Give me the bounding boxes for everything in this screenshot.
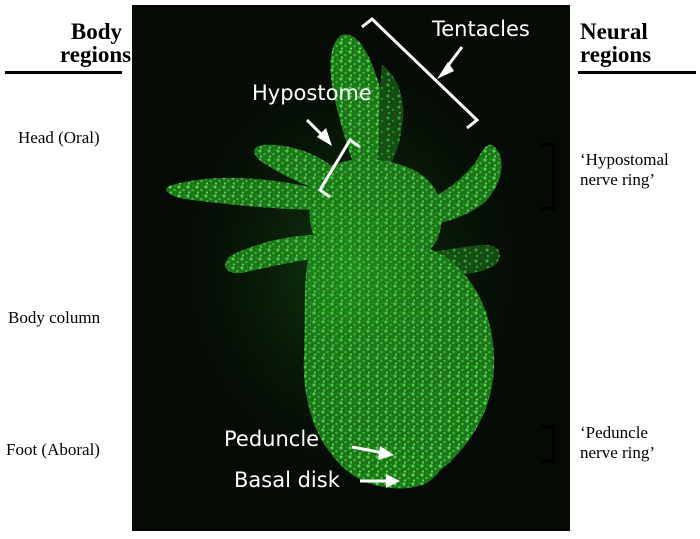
peduncle-arrow (351, 445, 385, 455)
hydra-micrograph: Tentacles Hypostome Peduncle Basal disk (132, 5, 570, 531)
basal-disk-label: Basal disk (234, 468, 340, 492)
peduncle-label: Peduncle (224, 427, 320, 451)
neural-regions-heading-line1: Neural (580, 19, 648, 44)
peduncle-line2: nerve ring’ (580, 443, 656, 462)
body-regions-heading-line1: Body (70, 19, 122, 44)
hypostome-bracket (317, 137, 361, 199)
hydra-fluorescence-image (132, 5, 570, 531)
hypostomal-ring-bracket (541, 143, 555, 210)
hypostomal-line1: ‘Hypostomal (580, 150, 669, 169)
peduncle-nerve-ring-label: ‘Peduncle nerve ring’ (580, 423, 655, 463)
head-region-label: Head (Oral) (18, 128, 100, 147)
body-regions-heading-line2: regions (60, 42, 132, 67)
tentacles-bracket (361, 17, 480, 130)
tentacles-label: Tentacles (432, 17, 530, 41)
body-column-label: Body column (8, 308, 101, 327)
body-regions-rule (5, 71, 122, 74)
body-regions-heading: Body regions (60, 19, 132, 67)
hypostomal-line2: nerve ring’ (580, 170, 656, 189)
neural-regions-heading-line2: regions (580, 42, 652, 67)
neural-regions-rule (578, 71, 696, 74)
hypostome-label: Hypostome (252, 81, 372, 105)
neural-regions-heading: Neural regions (580, 20, 651, 66)
peduncle-line1: ‘Peduncle (580, 423, 648, 442)
hypostomal-nerve-ring-label: ‘Hypostomal nerve ring’ (580, 150, 669, 190)
foot-region-label: Foot (Aboral) (6, 440, 100, 459)
peduncle-ring-bracket (541, 425, 555, 463)
